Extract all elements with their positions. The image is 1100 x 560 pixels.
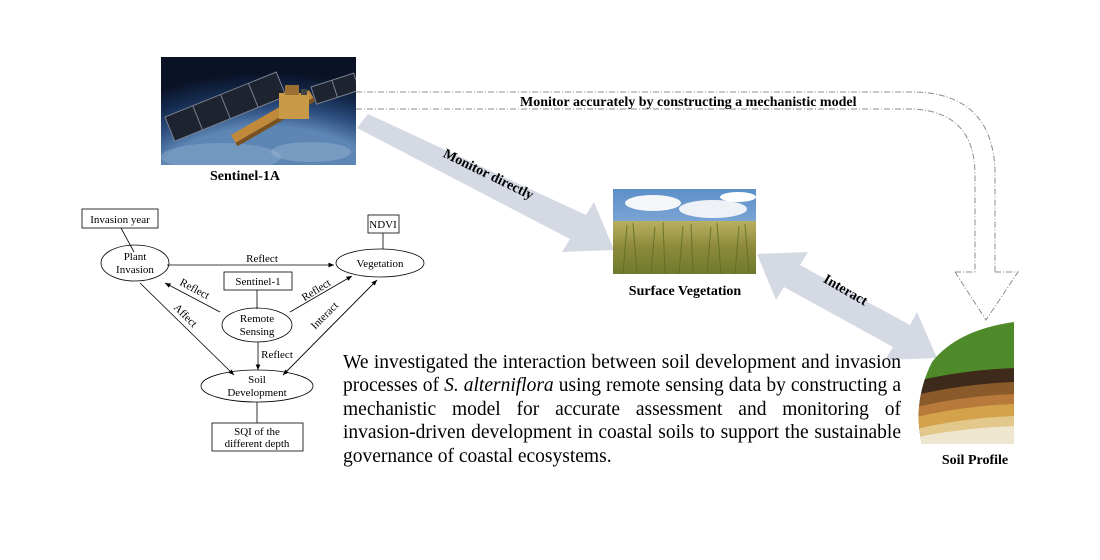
box-invasion-year bbox=[81, 208, 159, 229]
edge-invasion-year bbox=[120, 227, 135, 253]
summary-text: We investigated the interaction between … bbox=[343, 351, 901, 468]
model-path bbox=[356, 91, 1019, 321]
monitor-model-label: Monitor accurately by constructing a mec… bbox=[520, 95, 857, 110]
vegetation-text: Vegetation bbox=[356, 258, 404, 270]
edge-affect bbox=[139, 282, 235, 376]
species-name: S. alterniflora bbox=[444, 375, 554, 397]
satellite-caption: Sentinel-1A bbox=[210, 169, 280, 184]
summary-after: using remote sensing data by constructin… bbox=[343, 375, 901, 467]
edge-label-reflect-top: Reflect bbox=[246, 253, 278, 265]
remote-text-1: Remote bbox=[240, 313, 274, 325]
edge-reflect-right bbox=[289, 275, 353, 313]
edge-label-affect: Affect bbox=[171, 302, 199, 330]
plant-text-1: Plant bbox=[124, 251, 147, 263]
box-sqi bbox=[211, 422, 304, 452]
edge-label-reflect-bottom: Reflect bbox=[261, 349, 293, 361]
node-plant-invasion bbox=[100, 244, 170, 282]
plant-text-2: Invasion bbox=[116, 264, 154, 276]
soil-text-2: Development bbox=[227, 387, 286, 399]
satellite-image bbox=[161, 57, 356, 165]
vegetation-caption: Surface Vegetation bbox=[628, 284, 742, 299]
sqi-text-1: SQI of the bbox=[234, 426, 280, 438]
soil-caption: Soil Profile bbox=[941, 453, 1009, 468]
box-sentinel1 bbox=[223, 271, 293, 291]
box-ndvi bbox=[367, 214, 400, 234]
sentinel1-text: Sentinel-1 bbox=[235, 276, 280, 288]
edge-label-interact: Interact bbox=[309, 300, 341, 332]
node-remote-sensing bbox=[221, 307, 293, 343]
framework-diagram: Invasion year NDVI Sentinel-1 SQI of the… bbox=[81, 208, 425, 452]
interact-arrow bbox=[757, 252, 937, 360]
node-soil-development bbox=[200, 369, 314, 403]
edge-interact-down bbox=[282, 279, 378, 376]
invasion-year-text: Invasion year bbox=[90, 214, 150, 226]
node-vegetation bbox=[335, 248, 425, 278]
monitor-directly-arrow bbox=[357, 114, 614, 252]
ndvi-text: NDVI bbox=[369, 219, 397, 231]
sqi-text-2: different depth bbox=[225, 438, 290, 450]
soil-profile-image bbox=[918, 322, 1014, 444]
soil-text-1: Soil bbox=[248, 374, 266, 386]
remote-text-2: Sensing bbox=[240, 326, 275, 338]
vegetation-photo bbox=[613, 189, 756, 274]
edge-label-reflect-right: Reflect bbox=[300, 277, 333, 304]
summary-before: We investigated the interaction between … bbox=[343, 352, 901, 397]
edge-reflect-left bbox=[164, 282, 221, 313]
